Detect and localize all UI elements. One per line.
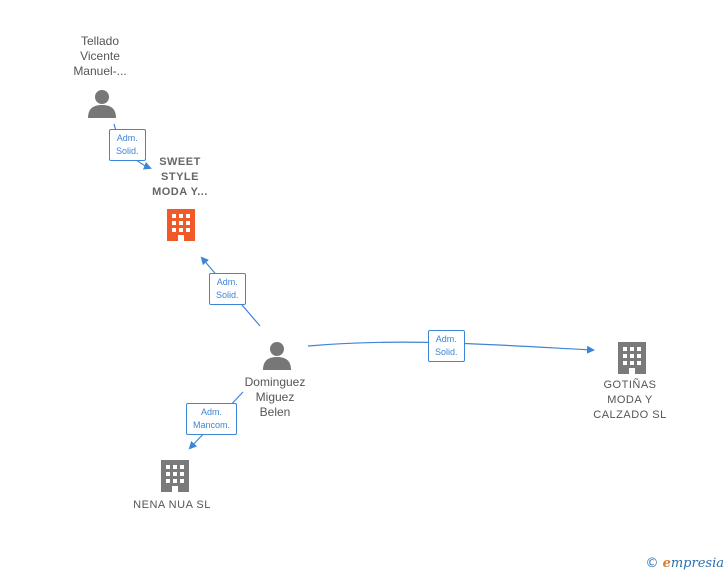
node-label-sweet-style: SWEET STYLE MODA Y... <box>152 156 208 198</box>
building-icon[interactable] <box>159 458 191 494</box>
copyright-symbol: © <box>645 556 659 571</box>
node-label-gotinas: GOTIÑAS MODA Y CALZADO SL <box>593 379 667 421</box>
edge-label-dominguez-sweet[interactable]: Adm. Solid. <box>209 273 246 305</box>
brand-initial: e <box>662 556 671 571</box>
brand-logo: © empresia <box>645 556 724 571</box>
building-icon-highlighted[interactable] <box>165 207 197 243</box>
person-icon[interactable] <box>86 87 118 119</box>
edge-label-dominguez-gotinas[interactable]: Adm. Solid. <box>428 330 465 362</box>
node-label-tellado: Tellado Vicente Manuel-... <box>73 34 127 78</box>
edge-label-tellado-sweet[interactable]: Adm. Solid. <box>109 129 146 161</box>
brand-name: mpresia <box>670 556 724 571</box>
edge-label-dominguez-nena[interactable]: Adm. Mancom. <box>186 403 238 435</box>
node-label-dominguez: Dominguez Miguez Belen <box>244 375 306 419</box>
building-icon[interactable] <box>616 340 648 376</box>
person-icon[interactable] <box>261 339 293 371</box>
node-label-nena-nua: NENA NUA SL <box>133 499 211 511</box>
